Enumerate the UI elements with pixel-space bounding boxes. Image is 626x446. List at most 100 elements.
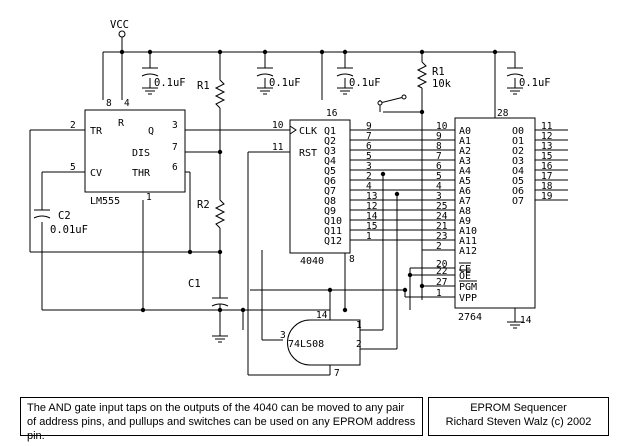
vcc-label: VCC (110, 19, 129, 31)
r1-pullup-label: R1 (432, 66, 445, 78)
q-label-6: Q7 (324, 186, 336, 197)
svg-text:R: R (118, 118, 125, 129)
svg-text:4: 4 (124, 98, 130, 109)
eprom-ctl-pin-0: 20 (436, 259, 448, 270)
eprom-out-pin-7: 19 (541, 191, 553, 202)
eprom-2764-chip: 2764 28 14 (454, 108, 536, 326)
q-label-4: Q5 (324, 166, 336, 177)
eprom-ctl-pin-2: 27 (436, 277, 447, 288)
q-label-8: Q9 (324, 206, 336, 217)
bypass-cap-label-2: 0.1uF (269, 77, 301, 89)
q-pin-2: 6 (366, 141, 372, 152)
svg-text:2764: 2764 (458, 312, 482, 323)
eprom-ctl-3: VPP (459, 293, 477, 304)
q-label-3: Q4 (324, 156, 336, 167)
eprom-addr-pin-5: 5 (436, 171, 442, 182)
eprom-out-pin-2: 13 (541, 141, 552, 152)
q-label-11: Q12 (324, 236, 342, 247)
eprom-out-3: O3 (512, 156, 524, 167)
c1-label: C1 (188, 278, 201, 290)
note-box: The AND gate input taps on the outputs o… (20, 397, 423, 442)
r2-label: R2 (197, 199, 210, 211)
svg-text:CLK: CLK (299, 126, 317, 137)
eprom-addr-2: A2 (459, 146, 471, 157)
q-pin-8: 12 (366, 201, 377, 212)
svg-text:8: 8 (106, 98, 112, 109)
q-pin-4: 3 (366, 161, 372, 172)
svg-text:3: 3 (280, 330, 286, 341)
eprom-out-0: O0 (512, 126, 524, 137)
eprom-ctl-1: OE (459, 271, 471, 282)
eprom-addr-9: A9 (459, 216, 471, 227)
svg-text:14: 14 (520, 315, 532, 326)
svg-text:28: 28 (497, 108, 509, 119)
eprom-out-pin-0: 11 (541, 121, 553, 132)
q-pin-5: 2 (366, 171, 372, 182)
q-label-10: Q11 (324, 226, 342, 237)
svg-text:7: 7 (334, 368, 340, 379)
q-label-5: Q6 (324, 176, 336, 187)
eprom-ctl-pin-1: 22 (436, 266, 447, 277)
r1-label: R1 (197, 80, 210, 92)
switch-contact (377, 100, 383, 106)
svg-text:3: 3 (172, 120, 178, 131)
q-pin-6: 4 (366, 181, 372, 192)
eprom-addr-pin-9: 24 (436, 211, 448, 222)
and-gate-74ls08: 74LS08 14 1 2 3 7 (280, 310, 362, 379)
svg-text:6: 6 (172, 162, 178, 173)
svg-text:2: 2 (356, 339, 362, 350)
bypass-cap-label-3: 0.1uF (349, 77, 381, 89)
q-label-0: Q1 (324, 126, 336, 137)
svg-text:1: 1 (146, 192, 152, 203)
c2-label: C2 (58, 210, 71, 222)
eprom-out-7: O7 (512, 196, 524, 207)
q-pin-11: 1 (366, 231, 372, 242)
wiring (29, 31, 516, 376)
lm555-chip: TR CV R Q DIS THR LM555 2 5 8 4 3 7 6 1 (70, 98, 186, 207)
eprom-out-pin-6: 18 (541, 181, 553, 192)
svg-text:11: 11 (272, 142, 284, 153)
eprom-addr-pin-10: 21 (436, 221, 448, 232)
svg-text:74LS08: 74LS08 (288, 339, 324, 350)
eprom-addr-12: A12 (459, 246, 477, 257)
svg-text:4040: 4040 (300, 256, 324, 267)
c2-value: 0.01uF (50, 224, 88, 236)
eprom-addr-pin-1: 9 (436, 131, 442, 142)
svg-text:2: 2 (70, 120, 76, 131)
eprom-addr-8: A8 (459, 206, 471, 217)
svg-text:TR: TR (90, 126, 103, 137)
switch-pivot (401, 94, 407, 100)
bypass-cap-label-1: 0.1uF (154, 77, 186, 89)
bypass-cap-label-4: 0.1uF (519, 77, 551, 89)
q-label-2: Q3 (324, 146, 336, 157)
eprom-addr-1: A1 (459, 136, 471, 147)
eprom-addr-pin-11: 23 (436, 231, 447, 242)
eprom-ctl-pin-3: 1 (436, 288, 442, 299)
eprom-addr-6: A6 (459, 186, 471, 197)
eprom-out-pin-4: 16 (541, 161, 553, 172)
junction-dots (119, 49, 498, 313)
eprom-out-pin-5: 17 (541, 171, 552, 182)
eprom-addr-pin-7: 3 (436, 191, 442, 202)
eprom-address-pins: A010A19A28A37A46A55A64A73A825A924A1021A1… (436, 121, 477, 257)
counter-4040-chip: CLK RST 4040 10 11 16 8 (272, 108, 355, 267)
eprom-out-pin-3: 15 (541, 151, 552, 162)
eprom-addr-4: A4 (459, 166, 471, 177)
svg-text:THR: THR (132, 168, 151, 179)
eprom-addr-pin-0: 10 (436, 121, 448, 132)
svg-text:RST: RST (299, 148, 317, 159)
q-label-9: Q10 (324, 216, 342, 227)
eprom-addr-5: A5 (459, 176, 471, 187)
eprom-out-4: O4 (512, 166, 524, 177)
eprom-out-6: O6 (512, 186, 524, 197)
eprom-addr-0: A0 (459, 126, 471, 137)
svg-text:1: 1 (356, 320, 362, 331)
svg-text:5: 5 (70, 162, 76, 173)
note-text: The AND gate input taps on the outputs o… (27, 402, 416, 442)
eprom-ctl-2: PGM (459, 282, 477, 293)
eprom-addr-11: A11 (459, 236, 477, 247)
eprom-out-5: O5 (512, 176, 524, 187)
